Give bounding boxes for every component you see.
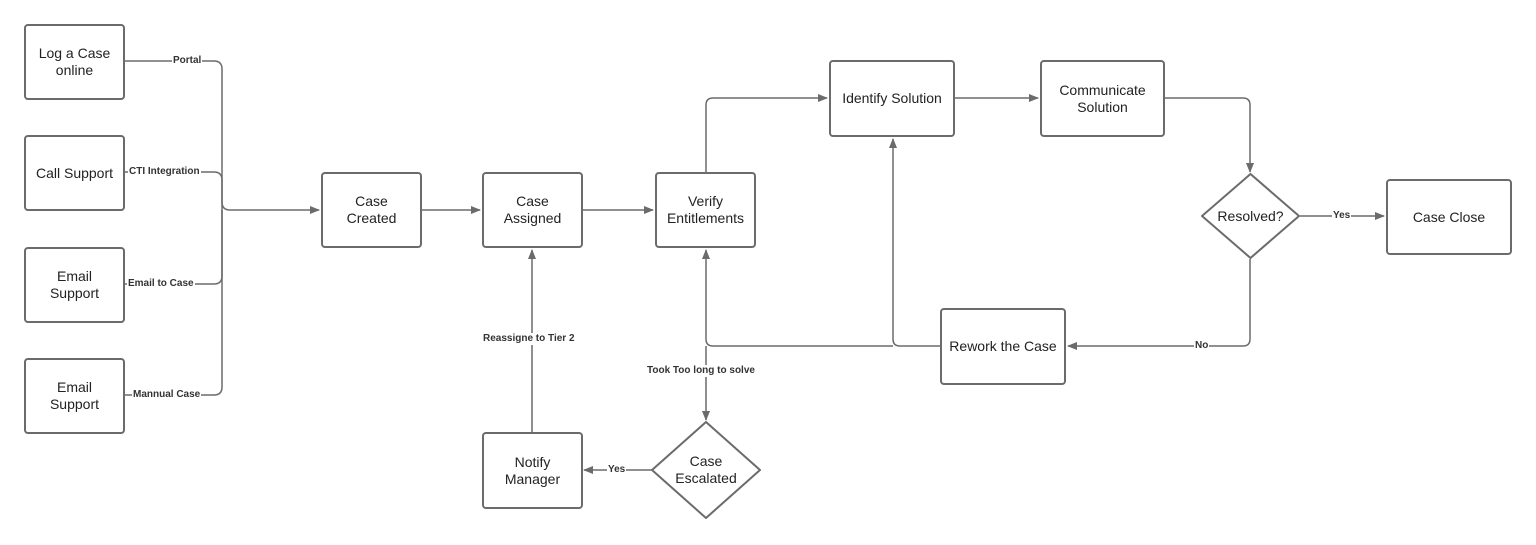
node-log-case-online[interactable]: Log a Case online [24,24,125,100]
node-communicate-solution[interactable]: Communicate Solution [1040,60,1165,137]
decision-resolved[interactable]: Resolved? [1200,172,1301,260]
edge-label-email-to-case: Email to Case [127,278,195,290]
edge-label-reassign-tier2: Reassigne to Tier 2 [482,333,576,345]
connector-verify-identify [705,94,828,173]
node-call-support[interactable]: Call Support [24,135,125,211]
connector-portal [124,60,320,214]
connector-cti [124,171,223,210]
decision-case-escalated[interactable]: Case Escalated [650,420,762,520]
edge-label-yes-notify: Yes [607,464,627,476]
connector-rework-verify [702,249,893,347]
connector-mannual-case [124,210,223,396]
diamond-shape [651,421,761,519]
node-case-close[interactable]: Case Close [1386,179,1512,255]
node-case-created[interactable]: Case Created [321,172,422,248]
connector-communicate-resolved [1164,97,1254,173]
edge-label-portal: Portal [172,55,203,67]
node-rework-case[interactable]: Rework the Case [940,308,1066,385]
edge-label-cti-integration: CTI Integration [128,166,201,178]
edge-label-mannual-case: Mannual Case [132,389,202,401]
node-case-assigned[interactable]: Case Assigned [482,172,583,248]
node-email-support-2[interactable]: Email Support [24,358,125,434]
connector-rework-identify [889,138,940,347]
connector-resolved-rework [1067,259,1251,350]
decision-case-escalated-label: Case Escalated [675,453,737,486]
edge-label-yes-close: Yes [1332,210,1352,222]
node-identify-solution[interactable]: Identify Solution [829,60,955,137]
diamond-shape [1201,173,1300,259]
edge-label-no-rework: No [1194,340,1210,352]
node-verify-entitlements[interactable]: Verify Entitlements [655,172,756,248]
decision-resolved-label: Resolved? [1217,207,1284,224]
connector-email-to-case [124,210,223,285]
edge-label-took-too-long: Took Too long to solve [646,365,756,377]
node-email-support-1[interactable]: Email Support [24,247,125,323]
node-notify-manager[interactable]: Notify Manager [482,432,583,509]
